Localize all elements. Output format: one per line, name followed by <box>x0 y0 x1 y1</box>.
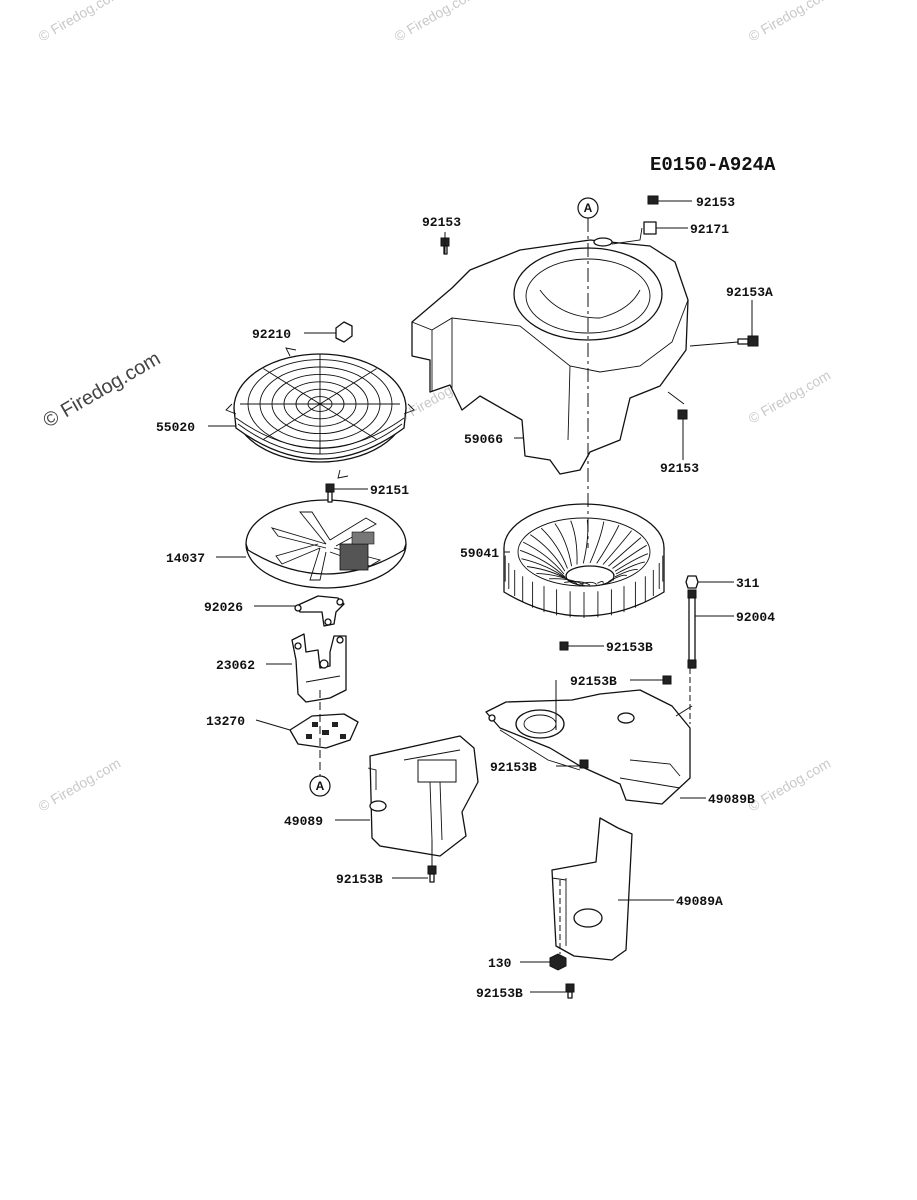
part-label: 92153 <box>422 215 461 230</box>
rotating-screen-part <box>225 347 415 479</box>
watermark-text-main: © Firedog.com <box>40 348 165 433</box>
watermark-text: © Firedog.com <box>36 0 124 45</box>
part-label: 92153B <box>336 872 383 887</box>
part-label: 49089 <box>284 814 323 829</box>
part-label: 92026 <box>204 600 243 615</box>
watermark-text: © Firedog.com <box>746 755 834 815</box>
part-labels: 92153 92171 92153 92153A 92210 55020 590… <box>156 195 775 1001</box>
reference-marker-bottom: A <box>309 775 331 797</box>
part-label: 92153 <box>660 461 699 476</box>
watermark-text: © Firedog.com <box>36 755 124 815</box>
baffle-right-part <box>551 817 633 961</box>
part-label: 92153A <box>726 285 773 300</box>
part-label: 92153B <box>490 760 537 775</box>
spring-plate-part <box>294 595 345 627</box>
part-label: 55020 <box>156 420 195 435</box>
baffle-bracket-part <box>485 689 691 805</box>
part-label: 92004 <box>736 610 775 625</box>
reference-marker-letter: A <box>316 779 325 793</box>
part-label: 14037 <box>166 551 205 566</box>
fan-plate-part <box>245 499 407 589</box>
part-label: 13270 <box>206 714 245 729</box>
plate-part <box>289 713 359 749</box>
part-label: 92151 <box>370 483 409 498</box>
part-label: 92153B <box>476 986 523 1001</box>
reference-marker-letter: A <box>584 201 593 215</box>
part-label: 92153 <box>696 195 735 210</box>
leader-lines <box>208 200 753 993</box>
watermark-text: © Firedog.com <box>392 0 480 45</box>
part-label: 49089A <box>676 894 723 909</box>
bracket-part <box>291 633 347 703</box>
part-label: 23062 <box>216 658 255 673</box>
part-label: 311 <box>736 576 760 591</box>
part-label: 92153B <box>606 640 653 655</box>
blower-housing-part <box>411 227 689 475</box>
part-label: 92171 <box>690 222 729 237</box>
part-label: 49089B <box>708 792 755 807</box>
part-label: 59066 <box>464 432 503 447</box>
part-label: 92153B <box>570 674 617 689</box>
fan-fins <box>504 555 664 618</box>
watermark-text: © Firedog.com <box>746 367 834 427</box>
reference-marker-top: A <box>577 197 599 219</box>
baffle-left-part <box>367 735 479 857</box>
screen-rings <box>240 354 400 454</box>
fan-blades <box>519 519 649 586</box>
stud-bolt-part <box>685 575 699 669</box>
diagram-id: E0150-A924A <box>650 154 776 176</box>
flywheel-fan-part <box>503 503 665 618</box>
watermarks: © Firedog.com © Firedog.com © Firedog.co… <box>36 0 834 815</box>
watermark-text: © Firedog.com <box>746 0 834 45</box>
part-label: 59041 <box>460 546 499 561</box>
part-label: 130 <box>488 956 512 971</box>
part-label: 92210 <box>252 327 291 342</box>
